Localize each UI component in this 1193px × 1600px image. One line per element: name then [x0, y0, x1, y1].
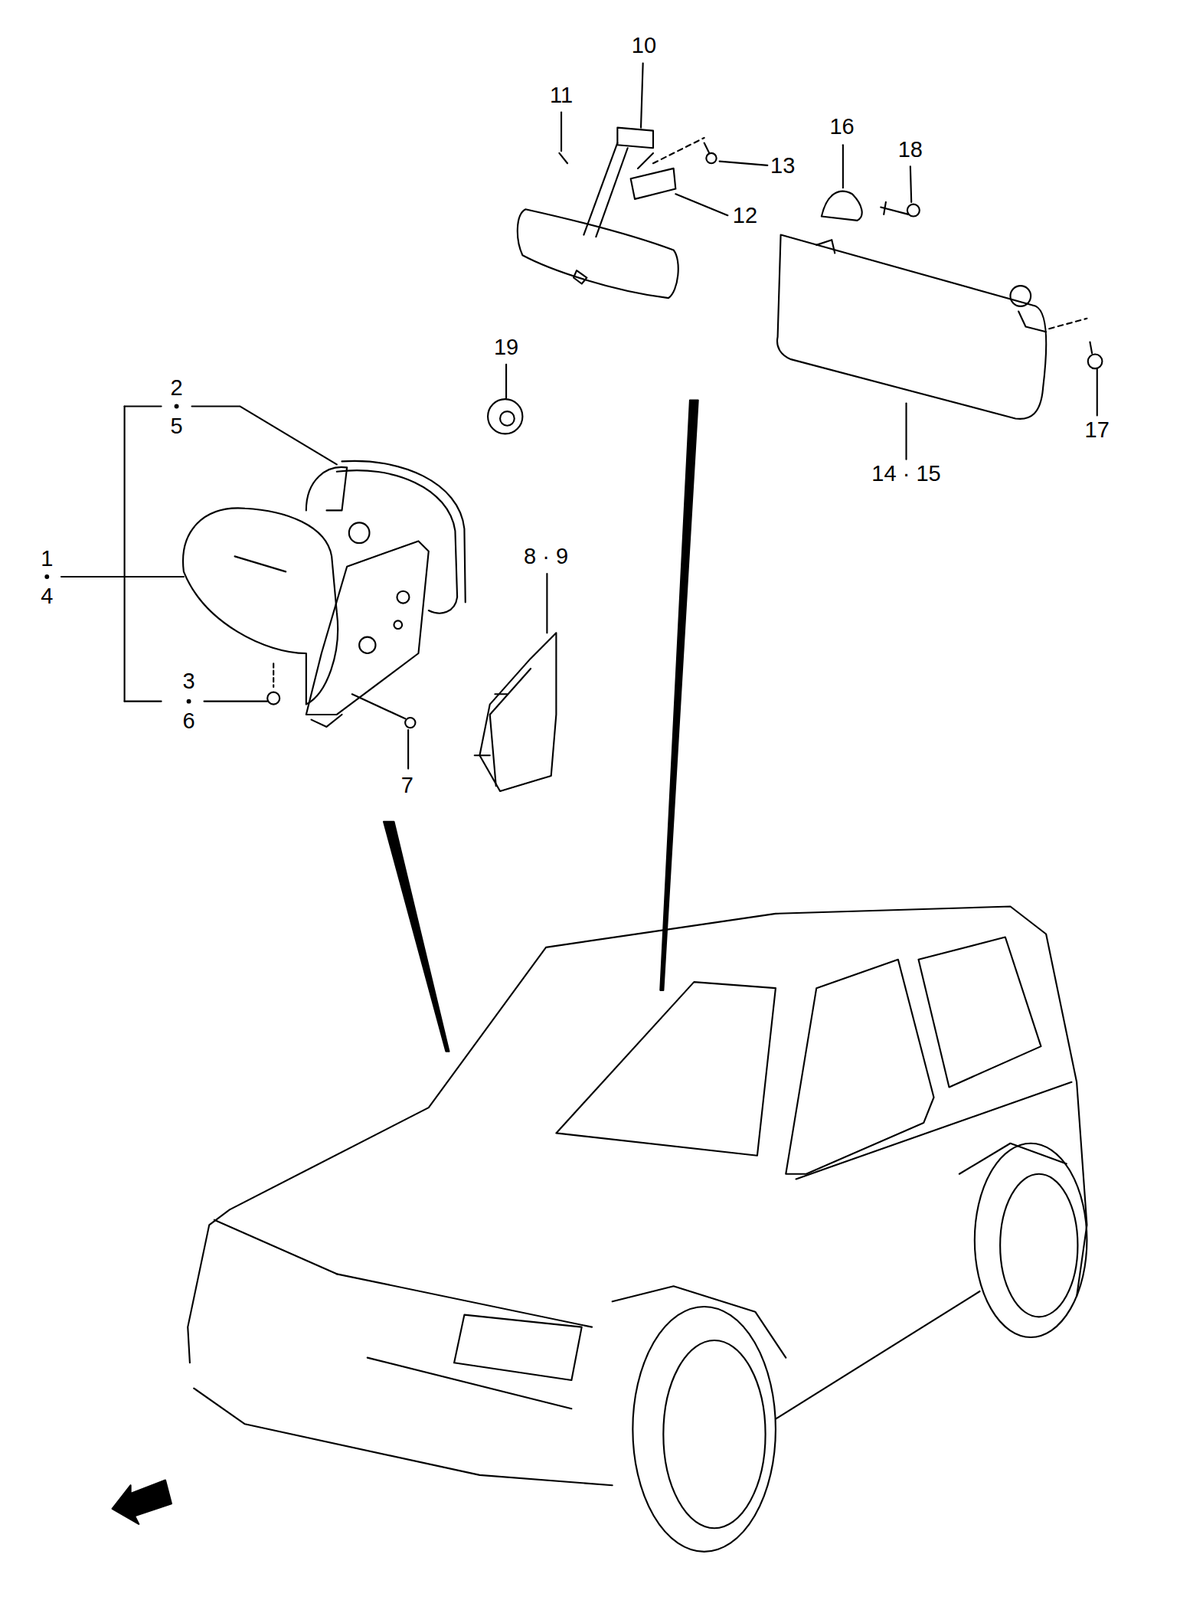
callout-number: 6	[180, 708, 197, 733]
callout-number: 17	[1083, 418, 1112, 442]
locator-wedge	[383, 821, 449, 1052]
callout-number: 3	[180, 668, 197, 693]
locator-wedge	[660, 399, 698, 990]
inside-mirror	[517, 127, 717, 299]
callout-number: 8 · 9	[522, 544, 570, 569]
callout-number: 13	[768, 153, 797, 177]
callout-number: 5	[168, 413, 184, 438]
front-arrow	[112, 1480, 172, 1524]
mirror-cover	[474, 632, 557, 791]
callout-number: 19	[492, 335, 520, 360]
separator-dot	[44, 404, 191, 704]
callout-number: 14 · 15	[869, 461, 942, 486]
sun-visor	[777, 191, 1102, 419]
door-mirror	[183, 460, 466, 727]
vehicle-outline	[187, 906, 1087, 1552]
callout-number: 7	[399, 772, 416, 797]
callout-number: 18	[896, 137, 925, 161]
callout-number: 1	[39, 546, 55, 571]
callout-number: 10	[630, 32, 658, 57]
callout-number: 2	[168, 375, 184, 400]
leader-line	[61, 63, 1098, 769]
callout-number: 16	[827, 114, 856, 139]
callout-number: 12	[731, 203, 759, 228]
callout-number: 4	[39, 584, 55, 608]
grommet	[487, 398, 523, 434]
callout-number: 11	[548, 82, 575, 107]
